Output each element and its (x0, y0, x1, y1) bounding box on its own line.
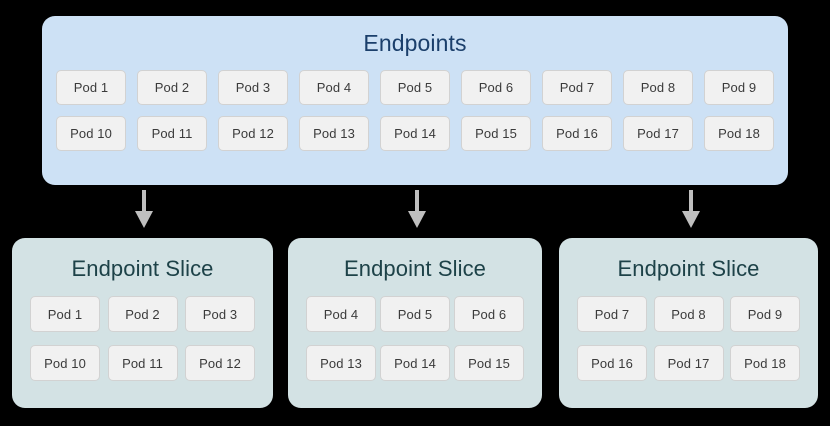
endpoint-slice-pod-grid: Pod 7 Pod 8 Pod 9 Pod 16 Pod 17 Pod 18 (577, 296, 800, 394)
endpoint-slice-title: Endpoint Slice (617, 256, 760, 281)
pod-chip: Pod 2 (107, 296, 178, 332)
pod-chip: Pod 18 (704, 116, 774, 151)
pod-chip: Pod 1 (30, 296, 100, 332)
pod-chip: Pod 6 (461, 70, 531, 105)
endpoint-slice-pod-row: Pod 7 Pod 8 Pod 9 (577, 296, 800, 332)
pod-chip: Pod 11 (107, 345, 178, 381)
pod-chip: Pod 17 (653, 345, 724, 381)
pod-chip: Pod 2 (137, 70, 207, 105)
pod-chip: Pod 3 (185, 296, 255, 332)
arrow-down-icon (678, 190, 704, 228)
endpoints-pod-row: Pod 1 Pod 2 Pod 3 Pod 4 Pod 5 Pod 6 Pod … (56, 70, 774, 105)
endpoint-slice-pod-grid: Pod 1 Pod 2 Pod 3 Pod 10 Pod 11 Pod 12 (30, 296, 255, 394)
pod-chip: Pod 18 (730, 345, 800, 381)
endpoints-panel: Endpoints Pod 1 Pod 2 Pod 3 Pod 4 Pod 5 … (42, 16, 788, 185)
pod-chip: Pod 10 (56, 116, 126, 151)
pod-chip: Pod 16 (542, 116, 612, 151)
pod-chip: Pod 15 (454, 345, 524, 381)
endpoints-title: Endpoints (363, 30, 467, 56)
endpoint-slice-pod-row: Pod 16 Pod 17 Pod 18 (577, 345, 800, 381)
endpoint-slice-panel-1: Endpoint Slice Pod 1 Pod 2 Pod 3 Pod 10 … (12, 238, 273, 408)
endpoint-slice-title: Endpoint Slice (71, 256, 214, 281)
endpoint-slice-title: Endpoint Slice (343, 256, 487, 281)
arrow-down-icon (131, 190, 157, 228)
endpoint-slice-pod-grid: Pod 4 Pod 5 Pod 6 Pod 13 Pod 14 Pod 15 (306, 296, 524, 394)
pod-chip: Pod 9 (730, 296, 800, 332)
pod-chip: Pod 8 (623, 70, 693, 105)
arrow-down-icon (404, 190, 430, 228)
pod-chip: Pod 17 (623, 116, 693, 151)
pod-chip: Pod 4 (306, 296, 376, 332)
endpoints-pod-row: Pod 10 Pod 11 Pod 12 Pod 13 Pod 14 Pod 1… (56, 116, 774, 151)
pod-chip: Pod 16 (577, 345, 647, 381)
pod-chip: Pod 12 (218, 116, 288, 151)
pod-chip: Pod 14 (380, 116, 450, 151)
pod-chip: Pod 1 (56, 70, 126, 105)
pod-chip: Pod 13 (299, 116, 369, 151)
pod-chip: Pod 4 (299, 70, 369, 105)
pod-chip: Pod 13 (306, 345, 376, 381)
pod-chip: Pod 11 (137, 116, 207, 151)
pod-chip: Pod 15 (461, 116, 531, 151)
endpoint-slice-pod-row: Pod 4 Pod 5 Pod 6 (306, 296, 524, 332)
pod-chip: Pod 3 (218, 70, 288, 105)
pod-chip: Pod 12 (185, 345, 255, 381)
endpoint-slice-pod-row: Pod 13 Pod 14 Pod 15 (306, 345, 524, 381)
pod-chip: Pod 6 (454, 296, 524, 332)
pod-chip: Pod 8 (653, 296, 724, 332)
endpoints-pod-grid: Pod 1 Pod 2 Pod 3 Pod 4 Pod 5 Pod 6 Pod … (56, 70, 774, 162)
endpoint-slice-panel-2: Endpoint Slice Pod 4 Pod 5 Pod 6 Pod 13 … (288, 238, 542, 408)
endpoint-slice-pod-row: Pod 10 Pod 11 Pod 12 (30, 345, 255, 381)
pod-chip: Pod 5 (380, 70, 450, 105)
pod-chip: Pod 7 (577, 296, 647, 332)
pod-chip: Pod 7 (542, 70, 612, 105)
pod-chip: Pod 14 (380, 345, 450, 381)
pod-chip: Pod 5 (380, 296, 450, 332)
endpoint-slice-pod-row: Pod 1 Pod 2 Pod 3 (30, 296, 255, 332)
pod-chip: Pod 9 (704, 70, 774, 105)
pod-chip: Pod 10 (30, 345, 100, 381)
endpoint-slice-panel-3: Endpoint Slice Pod 7 Pod 8 Pod 9 Pod 16 … (559, 238, 818, 408)
